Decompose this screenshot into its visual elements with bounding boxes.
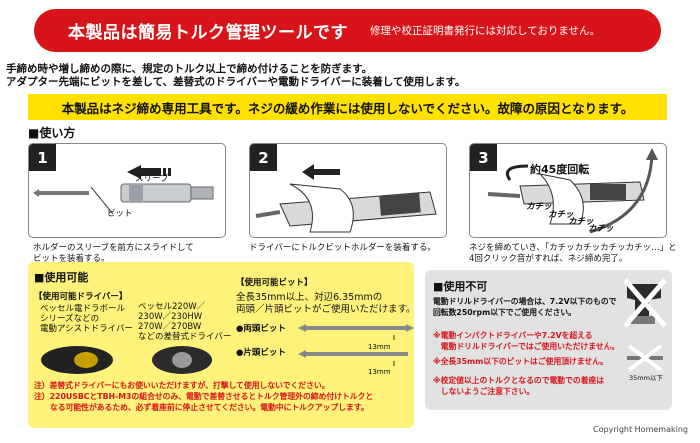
drivers-right-4: などの差替式ドライバー	[138, 332, 232, 342]
drivers-title: 【使用可能ドライバー】	[34, 292, 128, 302]
title-banner: 本製品は簡易トルク管理ツールです 修理や校正証明書発行には対応しておりません。	[34, 9, 661, 52]
usable-note-2: 注）220USBCとTBH-M3の組合せのみ、電動で差替させるとトルク管理外の締…	[34, 392, 374, 401]
usable-title: ■使用可能	[34, 271, 89, 284]
usable-note-1: 注）差替式ドライバーにもお使いいただけますが、打撃して使用しないでください。	[34, 381, 330, 390]
banner-title: 本製品は簡易トルク管理ツールです	[68, 23, 348, 43]
prohibited-illustration	[623, 278, 667, 372]
usage-warning: 本製品はネジ締め専用工具です。ネジの緩め作業には使用しないでください。故障の原因…	[28, 94, 667, 120]
unusable-section: ■使用不可 電動ドリルドライバーの場合は、7.2V以下のもので 回転数250rp…	[425, 270, 672, 410]
usable-note-3: なる可能性があるため、必ず着座前に停止させてください。電動中にトルクアップします…	[50, 403, 369, 412]
bits-text-1: 全長35mm以上、対辺6.35mmの	[236, 292, 383, 303]
drivers-right-2: 230W／230HW	[138, 312, 203, 322]
bits-title: 【使用可能ビット】	[236, 278, 313, 288]
copyright-text: Copyright Homemaking	[593, 425, 688, 434]
unusable-note-5: しないようご注意下さい。	[433, 387, 535, 396]
rotate-arrow-icon	[505, 164, 529, 181]
single-bit-dimension: 13mm	[368, 368, 391, 376]
drivers-photo	[41, 346, 212, 374]
step-1-panel: 1 スリーブ ビット	[28, 143, 226, 238]
click-text-3: カチッ	[568, 217, 594, 227]
drivers-left-2: シリーズなどの	[40, 314, 100, 324]
usable-section: ■使用可能 【使用可能ドライバー】 ベッセル電ドラボール シリーズなどの 電動ア…	[28, 262, 416, 428]
drivers-right-3: 270W／270BW	[138, 322, 202, 332]
short-bit-dimension: 35mm以下	[629, 374, 663, 382]
bits-illustration	[298, 324, 414, 366]
unusable-title: ■使用不可	[433, 280, 488, 293]
hand-icon	[538, 173, 584, 225]
banner-subtitle: 修理や校正証明書発行には対応しておりません。	[370, 25, 601, 37]
click-text-2: カチッ	[548, 210, 574, 220]
double-bit-dimension: 13mm	[368, 343, 391, 351]
step-1-caption-1: ホルダーのスリーブを前方にスライドして	[33, 243, 194, 253]
intro-line-1: 手締め時や増し締めの際に、規定のトルク以上で締め付けることを防ぎます。	[6, 63, 373, 75]
slide-arrow-icon	[127, 165, 141, 179]
step-2-illustration	[255, 164, 437, 233]
bits-text-2: 両頭／片頭ビットがご使用いただけます。	[236, 304, 416, 315]
step-2-panel: 2	[249, 143, 447, 238]
hand-icon	[289, 183, 354, 233]
step-1-illustration	[33, 165, 214, 215]
step-3-number: 3	[470, 144, 497, 171]
howto-title: ■使い方	[28, 126, 76, 140]
unusable-note-4: ※校定値以上のトルクとなるので電動での着座は	[433, 376, 605, 385]
step-3-panel: 3 約45度回転 カチッ カチッ カチッ カチッ	[469, 143, 667, 238]
sleeve-label: スリーブ	[135, 174, 169, 184]
intro-line-2: アダプター先端にビットを差して、差替式のドライバーや電動ドライバーに装着して使用…	[6, 76, 466, 88]
bit-label: ビット	[107, 209, 133, 219]
click-text-4: カチッ	[588, 224, 614, 234]
step-1-caption-2: ビットを装着する。	[33, 254, 110, 264]
step-3-caption-2: 4回クリック音がすれば、ネジ締め完了。	[469, 254, 628, 264]
step-1-number: 1	[29, 144, 56, 171]
unusable-text-2: 回転数250rpm以下でご使用ください。	[433, 308, 576, 317]
unusable-text-1: 電動ドリルドライバーの場合は、7.2V以下のもので	[433, 297, 617, 306]
step-2-number: 2	[250, 144, 277, 171]
unusable-note-3: ※全長35mm以下のビットはご使用頂けません。	[433, 357, 608, 366]
unusable-note-1: ※電動インパクトドライバーや7.2Vを超える	[433, 331, 593, 340]
drivers-left-3: 電動アシストドライバー	[40, 324, 133, 334]
double-bit-label: ●両頭ビット	[236, 324, 286, 334]
step-2-caption: ドライバーにトルクビットホルダーを装着する。	[249, 243, 436, 253]
step-3-illustration	[487, 148, 658, 234]
click-text-1: カチッ	[526, 202, 552, 212]
rotation-label: 約45度回転	[530, 163, 590, 176]
drivers-left-1: ベッセル電ドラボール	[40, 304, 126, 314]
drivers-right-1: ベッセル220W／	[138, 302, 206, 312]
unusable-note-2: 電動ドリルドライバーではご使用いただけません。	[433, 342, 620, 351]
step-3-caption-1: ネジを締めていき、「カチッカチッカチッカチッ…」と	[469, 243, 677, 253]
single-bit-label: ●片頭ビット	[236, 348, 286, 358]
